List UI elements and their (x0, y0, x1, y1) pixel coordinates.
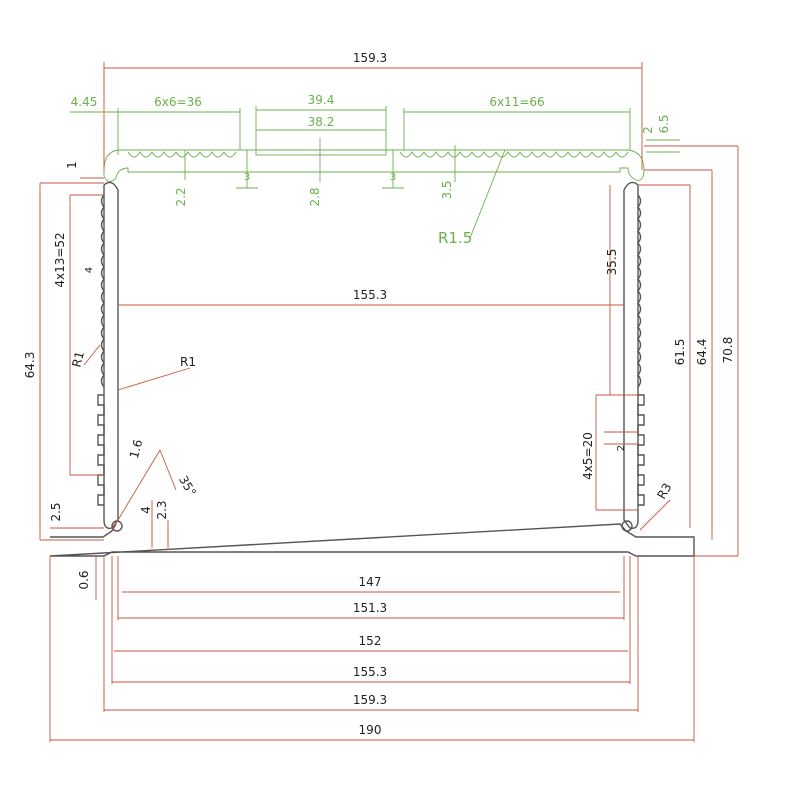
label-lid-step-left: 3 (244, 172, 250, 183)
top-dimensions: 159.3 4.45 6x6=36 39.4 38.2 6x11=66 2 6.… (70, 51, 680, 170)
bottom-dimensions: 147 151.3 152 155.3 159.3 190 (49, 556, 695, 742)
label-bottom-1: 147 (359, 575, 382, 589)
label-right-radius: R3 (654, 481, 674, 502)
label-right-height-1: 61.5 (673, 339, 687, 366)
label-lid-depth-right: 3.5 (440, 180, 454, 199)
label-top-slots-right: 6x11=66 (489, 95, 544, 109)
lid-outline (103, 149, 645, 182)
label-left-fin-pitch: 4 (84, 267, 95, 273)
label-left-small-top: 1 (65, 161, 79, 169)
label-right-top-small: 2 (641, 126, 655, 134)
right-bottom-fins (637, 394, 645, 506)
label-right-fins-top: 35.5 (605, 249, 619, 276)
label-bottom-2: 151.3 (353, 601, 387, 615)
label-inner-width-mid: 155.3 (353, 288, 387, 302)
leader-hook-angle-2 (159, 449, 177, 491)
left-fins (100, 194, 105, 388)
lid-radius-leader (469, 149, 506, 239)
label-right-fins-bottom: 4x5=20 (581, 432, 595, 480)
leader-right-radius (639, 499, 671, 531)
label-hook-23: 2.3 (155, 500, 169, 519)
label-hook-16: 1.6 (127, 438, 145, 460)
label-right-top-small2: 6.5 (657, 114, 671, 133)
label-hook-angle: 35° (176, 473, 199, 498)
right-wall (623, 181, 639, 530)
lid-center-band (255, 149, 387, 156)
label-left-height: 64.3 (23, 352, 37, 379)
label-left-radius-outer: R1 (69, 350, 87, 369)
label-radius-lid: R1.5 (438, 229, 472, 247)
label-right-height-overall: 70.8 (721, 337, 735, 364)
leader-hook-angle-1 (111, 449, 161, 531)
lid-grooves-right (399, 151, 629, 158)
right-fins (637, 194, 642, 388)
label-top-center-inner: 38.2 (308, 115, 335, 129)
leader-left-radius-inner (117, 367, 191, 391)
label-flange-thick: 0.6 (77, 570, 91, 589)
label-bottom-3: 152 (359, 634, 382, 648)
label-lid-step-right: 3 (390, 172, 396, 183)
label-left-radius-inner: R1 (180, 355, 196, 369)
lid (103, 138, 645, 239)
label-flange-height: 2.5 (49, 502, 63, 521)
label-top-center-outer: 39.4 (308, 93, 335, 107)
label-right-height-2: 64.4 (695, 339, 709, 366)
label-top-overall: 159.3 (353, 51, 387, 65)
hook-dimensions: 1.6 4 2.3 35° (111, 438, 199, 548)
left-bottom-fins (97, 394, 105, 506)
right-dimensions: 35.5 4x5=20 2 61.5 64.4 70.8 R3 (581, 145, 739, 557)
label-left-fins: 4x13=52 (53, 232, 67, 287)
left-wall (103, 181, 119, 530)
right-hook (621, 520, 633, 532)
label-bottom-4: 155.3 (353, 665, 387, 679)
label-bottom-5: 159.3 (353, 693, 387, 707)
left-dimensions: 64.3 1 4x13=52 4 R1 R1 2.5 0.6 (23, 161, 196, 600)
label-top-slots-left: 6x6=36 (154, 95, 202, 109)
label-right-fin-small: 2 (616, 445, 627, 451)
label-top-left-edge: 4.45 (71, 95, 98, 109)
label-lid-depth-left: 2.2 (174, 187, 188, 206)
base-plate (49, 523, 695, 557)
label-lid-depth-center: 2.8 (308, 187, 322, 206)
label-bottom-6: 190 (359, 723, 382, 737)
label-hook-4: 4 (139, 506, 153, 514)
enclosure-outline (49, 181, 695, 557)
lid-grooves-left (127, 151, 237, 158)
leader-left-radius-outer (83, 344, 101, 366)
